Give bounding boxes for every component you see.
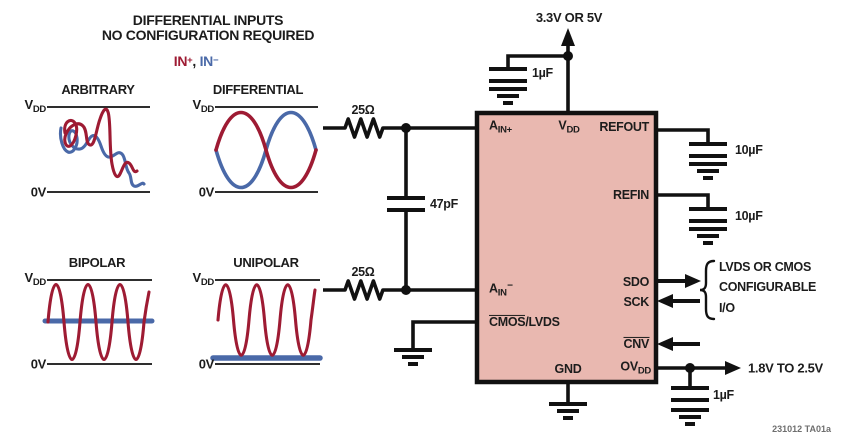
waveform-unipolar (210, 283, 323, 361)
axis-0v-label: 0V (198, 356, 215, 372)
gnd-connection (547, 382, 589, 420)
title-line1: DIFFERENTIAL INPUTS (132, 12, 284, 28)
title-line2: NO CONFIGURATION REQUIRED (101, 27, 315, 43)
io-note-line2: CONFIGURABLE (719, 280, 817, 294)
arrow-up (561, 28, 575, 46)
waveform-arbitrary (58, 107, 146, 188)
axis-0v-label: 0V (198, 184, 215, 200)
resistor-25ohm-top (323, 117, 477, 139)
pin-ovdd: OVDD (620, 359, 651, 377)
filter-cap-value: 47pF (430, 197, 458, 211)
pin-gnd: GND (554, 362, 582, 376)
panel-title-unipolar: UNIPOLAR (233, 255, 299, 270)
axis-vdd-label: VDD (24, 97, 47, 115)
axis-vdd-label: VDD (192, 97, 215, 115)
arrow-right (725, 361, 741, 375)
supply-cap-value: 1µF (532, 66, 553, 80)
axis-vdd-label: VDD (24, 270, 47, 288)
waveform-bipolar (42, 283, 155, 361)
ovdd-rail (656, 361, 741, 426)
io-rail-label: 1.8V TO 2.5V (748, 360, 823, 376)
junction-dot (401, 123, 411, 133)
axis-0v-label: 0V (30, 184, 47, 200)
pin-cmos-lvds: CMOS/LVDS (489, 314, 560, 329)
junction-dot (401, 285, 411, 295)
resistor-bottom-value: 25Ω (351, 265, 375, 279)
waveform-differential (214, 110, 318, 190)
pin-sdo: SDO (622, 275, 649, 289)
ovdd-cap-value: 1µF (713, 388, 734, 402)
figure-id: 231012 TA01a (772, 424, 831, 434)
panel-axis-lines (47, 106, 320, 365)
io-note-line3: I/O (719, 301, 735, 315)
pin-cnv: CNV (623, 336, 649, 351)
io-note-line1: LVDS OR CMOS (719, 260, 812, 274)
refin-cap (656, 193, 729, 245)
panel-title-differential: DIFFERENTIAL (212, 82, 304, 97)
panel-title-arbitrary: ARBITRARY (61, 82, 135, 97)
digital-io (657, 259, 716, 351)
pin-vdd: VDD (558, 118, 580, 136)
refout-cap-value: 10µF (735, 143, 763, 157)
refout-cap (656, 128, 729, 180)
arrow-sck-in (657, 294, 700, 308)
resistor-25ohm-bottom (323, 279, 477, 301)
resistor-top-value: 25Ω (351, 103, 375, 117)
input-legend: IN+, IN− (173, 53, 219, 69)
pin-refout: REFOUT (599, 120, 649, 134)
arrow-sdo-out (657, 274, 701, 288)
pin-refin: REFIN (612, 188, 649, 202)
axis-vdd-label: VDD (192, 270, 215, 288)
main-rail-label: 3.3V OR 5V (535, 10, 603, 25)
io-group-brace (699, 259, 716, 321)
pin-ain-minus: AIN− (489, 280, 513, 299)
capacitor-1uf-supply (487, 54, 568, 105)
cmos-lvds-ground (392, 320, 477, 366)
axis-0v-label: 0V (30, 356, 47, 372)
input-network (323, 117, 477, 301)
pin-sck: SCK (623, 295, 650, 309)
arrow-cnv-in (657, 337, 700, 351)
panel-title-bipolar: BIPOLAR (68, 255, 126, 270)
capacitor-1uf-ovdd (669, 368, 711, 426)
refin-cap-value: 10µF (735, 209, 763, 223)
capacitor-47pf (387, 128, 425, 290)
supply-rail (487, 28, 575, 113)
pin-ain-plus: AIN+ (489, 118, 512, 136)
